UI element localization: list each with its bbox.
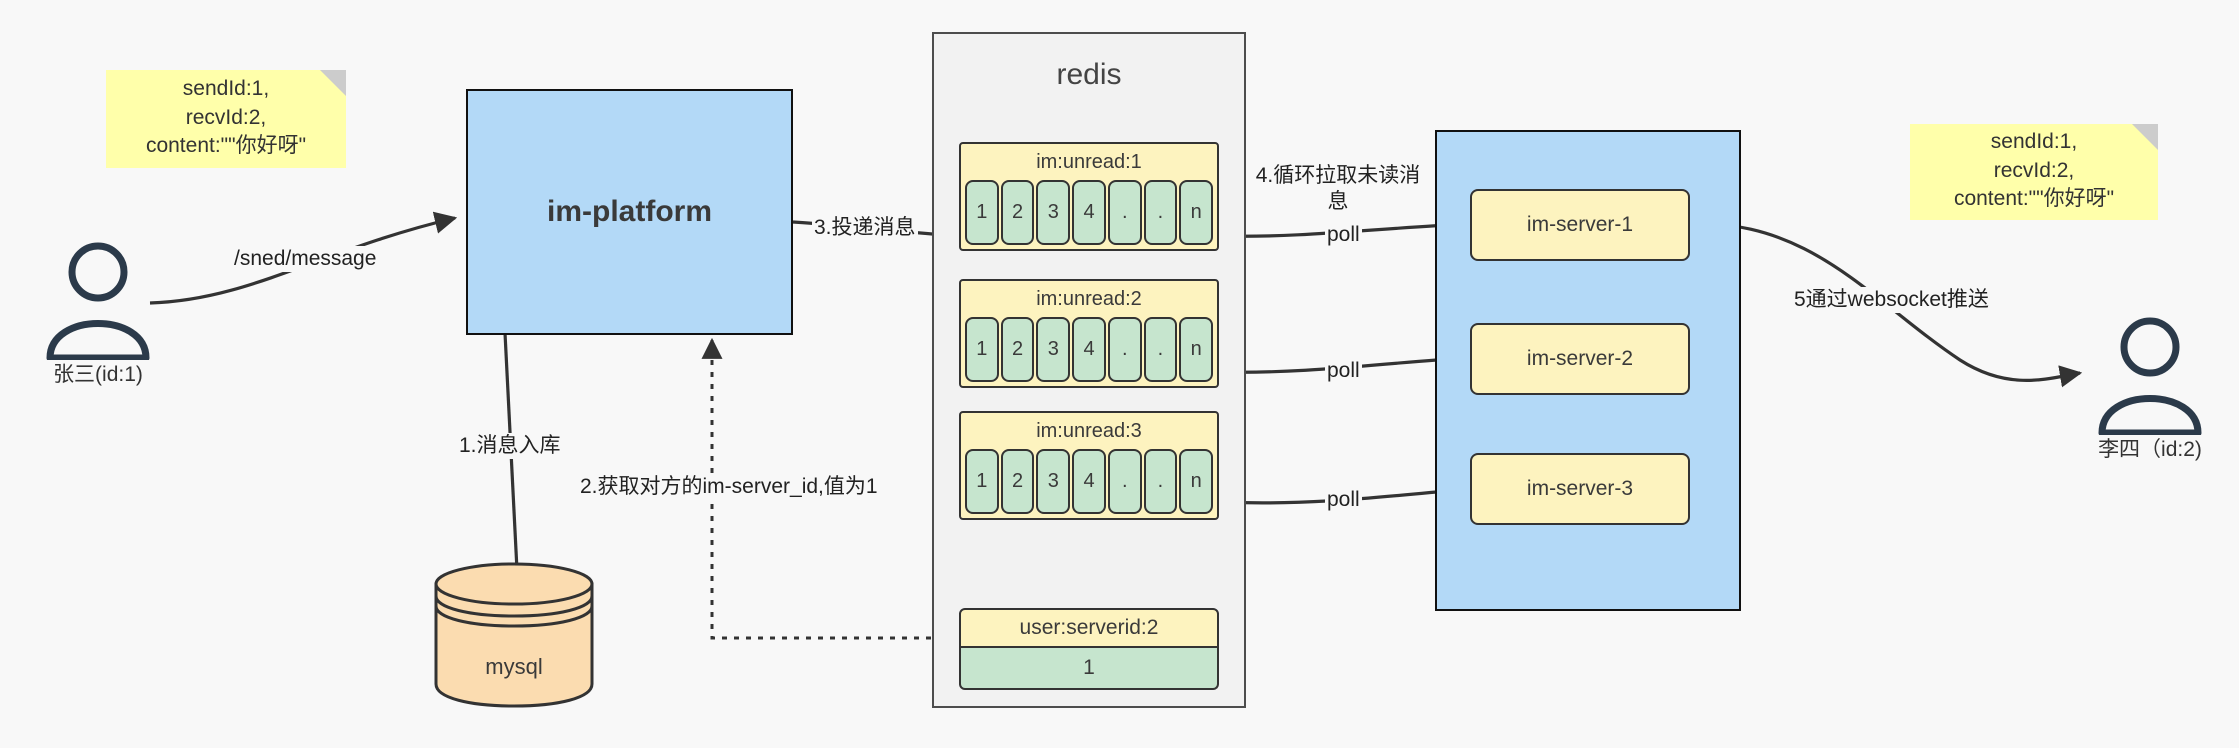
edge-step5 <box>1687 222 2083 388</box>
note-fold-icon <box>320 70 346 96</box>
list-item: 2 <box>1000 180 1035 245</box>
unread-list-2-cells: 1 2 3 4 . . n <box>965 317 1214 382</box>
im-server-3-label: im-server-3 <box>1526 477 1634 500</box>
list-item: n <box>1179 180 1214 245</box>
unread-list-1-key: im:unread:1 <box>1036 150 1142 173</box>
list-item: 4 <box>1072 317 1106 382</box>
unread-list-2-key: im:unread:2 <box>1036 287 1142 310</box>
mysql-label: mysql <box>485 654 543 679</box>
edge-step2-dotted <box>701 337 955 640</box>
list-item: 3 <box>1036 180 1071 245</box>
im-platform-label: im-platform <box>547 195 712 228</box>
actor-sender: 张三(id:1) <box>38 240 158 390</box>
note-left: sendId:1, recvId:2, content:""你好呀" <box>106 70 346 168</box>
list-item: . <box>1143 317 1178 382</box>
im-server-2-label: im-server-2 <box>1526 347 1634 370</box>
edge-label-step4: 4.循环拉取未读消息 <box>1253 163 1423 215</box>
im-server-3[interactable]: im-server-3 <box>1470 453 1690 525</box>
note-right-line-1: sendId:1, <box>1990 130 2078 154</box>
edge-label-step3: 3.投递消息 <box>812 215 918 241</box>
list-item: . <box>1107 180 1142 245</box>
actor-receiver: 李四（id:2) <box>2090 315 2210 465</box>
list-item: 1 <box>965 317 999 382</box>
edge-label-poll-1: poll <box>1325 222 1362 248</box>
actor-sender-label: 张三(id:1) <box>53 363 143 386</box>
list-item: 2 <box>1000 317 1035 382</box>
im-server-2[interactable]: im-server-2 <box>1470 323 1690 395</box>
im-server-1[interactable]: im-server-1 <box>1470 189 1690 261</box>
unread-list-1-cells: 1 2 3 4 . . n <box>965 180 1214 245</box>
list-item: . <box>1107 449 1142 514</box>
edge-label-poll-3: poll <box>1325 487 1362 513</box>
redis-title: redis <box>1056 58 1122 91</box>
unread-list-3[interactable]: im:unread:3 1 2 3 4 . . n <box>959 411 1219 520</box>
im-server-cluster: im-server-1 im-server-2 im-server-3 <box>1435 130 1741 611</box>
edge-label-send-message: /sned/message <box>232 246 379 272</box>
unread-list-3-key: im:unread:3 <box>1036 419 1142 442</box>
note-right-line-2: recvId:2, <box>1993 158 2075 182</box>
list-item: 4 <box>1072 180 1106 245</box>
edge-step1 <box>503 332 529 593</box>
im-server-1-label: im-server-1 <box>1526 213 1634 236</box>
list-item: 1 <box>965 180 999 245</box>
user-icon <box>2098 317 2202 437</box>
list-item: 2 <box>1000 449 1035 514</box>
note-right-line-3: content:""你好呀" <box>1953 187 2115 211</box>
list-item: 3 <box>1036 449 1071 514</box>
note-right: sendId:1, recvId:2, content:""你好呀" <box>1910 124 2158 220</box>
list-item: 1 <box>965 449 999 514</box>
note-left-line-1: sendId:1, <box>182 77 270 101</box>
mysql-database[interactable]: mysql <box>430 560 598 708</box>
note-left-line-3: content:""你好呀" <box>145 134 307 158</box>
list-item: . <box>1107 317 1142 382</box>
user-icon <box>46 242 150 362</box>
edge-label-step2: 2.获取对方的im-server_id,值为1 <box>578 474 880 500</box>
user-serverid-value: 1 <box>959 648 1219 690</box>
unread-list-3-cells: 1 2 3 4 . . n <box>965 449 1214 514</box>
edge-label-poll-2: poll <box>1325 358 1362 384</box>
list-item: n <box>1179 317 1214 382</box>
im-platform-box[interactable]: im-platform <box>466 89 793 335</box>
note-left-line-2: recvId:2, <box>185 105 267 129</box>
user-serverid-box[interactable]: user:serverid:2 1 <box>959 608 1219 690</box>
user-serverid-key: user:serverid:2 <box>959 608 1219 648</box>
list-item: . <box>1143 449 1178 514</box>
actor-receiver-label: 李四（id:2) <box>2098 438 2202 461</box>
list-item: n <box>1179 449 1214 514</box>
redis-container: redis im:unread:1 1 2 3 4 . . n im:unrea… <box>932 32 1246 708</box>
database-icon <box>434 562 594 708</box>
edge-label-step5: 5通过websocket推送 <box>1792 287 1991 313</box>
list-item: 3 <box>1036 317 1071 382</box>
list-item: . <box>1143 180 1178 245</box>
edge-label-step1: 1.消息入库 <box>457 433 563 459</box>
unread-list-2[interactable]: im:unread:2 1 2 3 4 . . n <box>959 279 1219 388</box>
note-fold-icon <box>2132 124 2158 150</box>
list-item: 4 <box>1072 449 1106 514</box>
unread-list-1[interactable]: im:unread:1 1 2 3 4 . . n <box>959 142 1219 251</box>
